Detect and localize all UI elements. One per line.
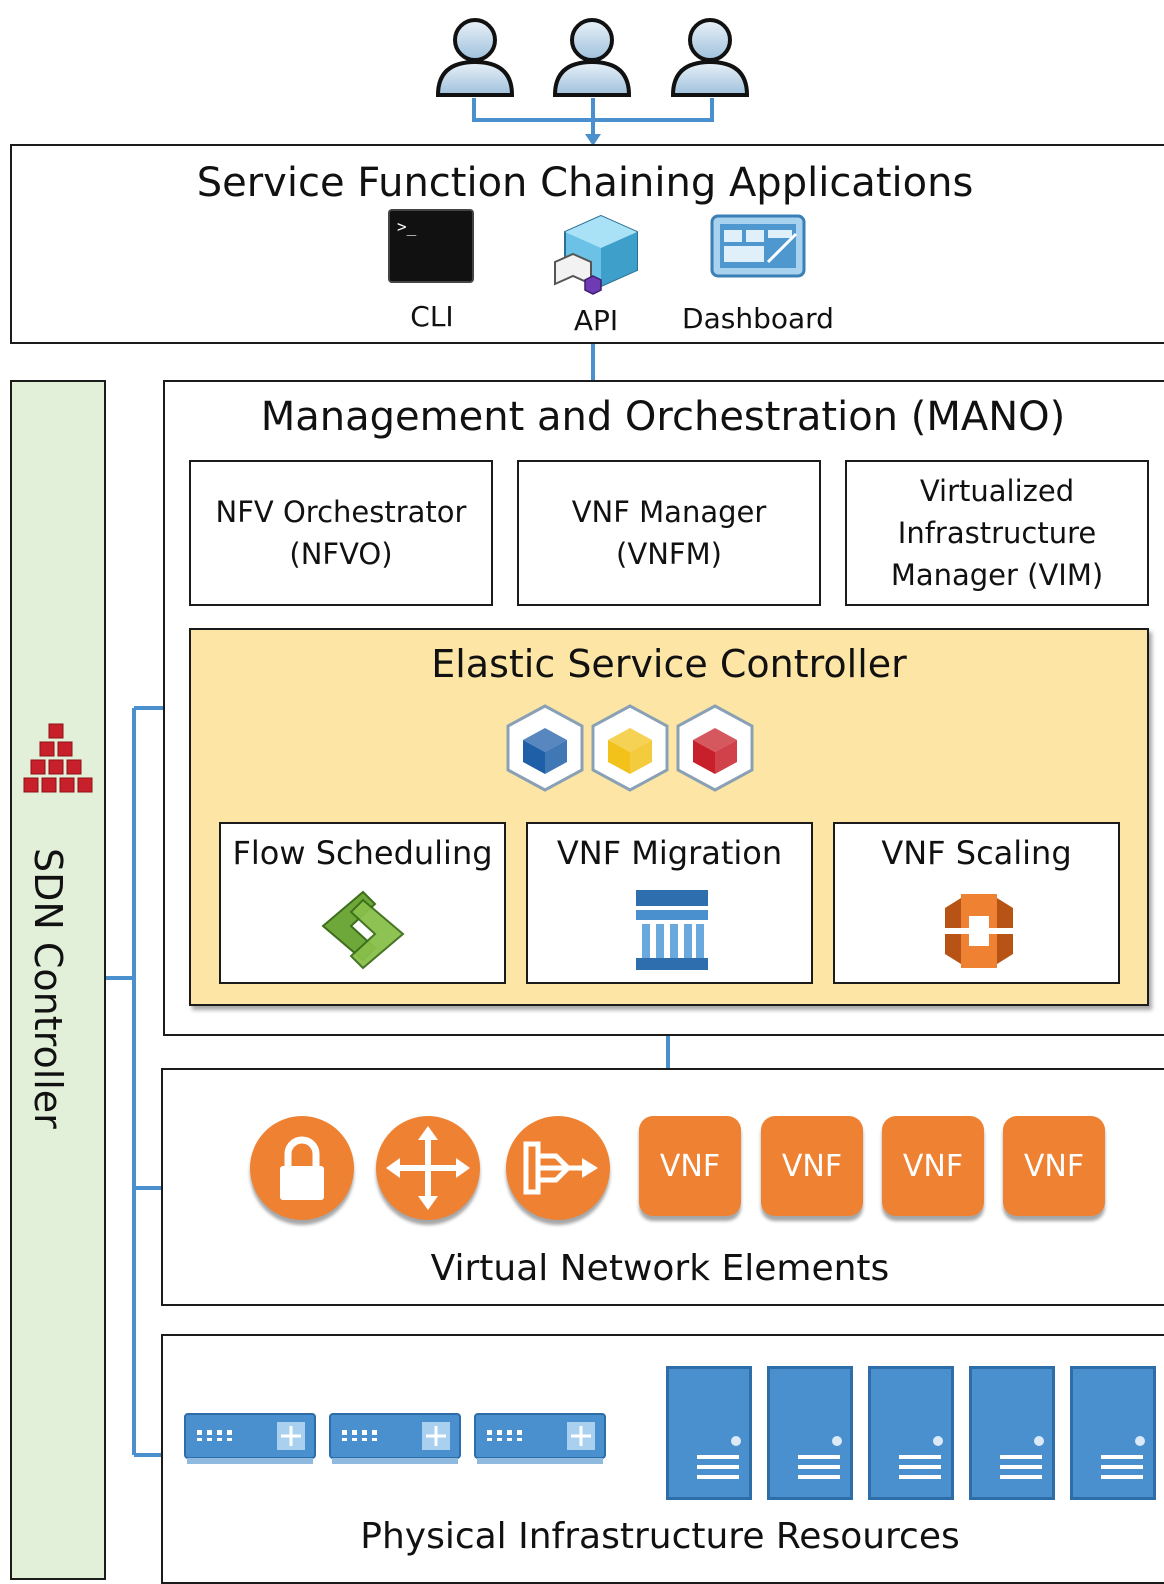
api-label: API <box>573 303 619 337</box>
vnf-migration-label: VNF Migration <box>556 834 783 872</box>
dashboard-label: Dashboard <box>682 301 834 335</box>
switch-icon[interactable] <box>183 1412 317 1468</box>
vnfm-line2: (VNFM) <box>616 537 722 571</box>
cubes-icon[interactable] <box>553 214 643 298</box>
users-group <box>430 10 760 100</box>
sfc-title: Service Function Chaining Applications <box>196 160 974 206</box>
cube-core-left <box>523 740 545 774</box>
pir-title: Physical Infrastructure Resources <box>360 1516 960 1557</box>
sdn-controller-label: SDN Controller <box>26 848 70 1129</box>
cube-core-right <box>545 740 567 774</box>
nfvo-line2: (NFVO) <box>289 537 393 571</box>
esc-cubes-icon <box>500 700 760 796</box>
cube-core-left <box>693 740 715 774</box>
vnf-migration-icon <box>632 886 712 974</box>
terminal-icon[interactable]: >_ <box>387 208 475 284</box>
load-balancer-icon[interactable] <box>506 1116 610 1220</box>
vim-box[interactable]: Virtualized Infrastructure Manager (VIM) <box>845 460 1149 606</box>
user-icon <box>552 18 632 97</box>
sdn-controller-panel: SDN Controller <box>10 380 106 1580</box>
vnfm-box[interactable]: VNF Manager (VNFM) <box>517 460 821 606</box>
cube-core-right <box>715 740 737 774</box>
switch-icon[interactable] <box>328 1412 462 1468</box>
vnf-scaling-label: VNF Scaling <box>881 834 1072 872</box>
vnf-migration-box[interactable]: VNF Migration <box>526 822 813 984</box>
vnf-tile[interactable]: VNF <box>882 1116 984 1216</box>
cube-core-right <box>630 740 652 774</box>
flow-scheduling-label: Flow Scheduling <box>232 834 493 872</box>
vnf-tile[interactable]: VNF <box>761 1116 863 1216</box>
vnf-scaling-icon <box>939 888 1019 974</box>
flow-scheduling-box[interactable]: Flow Scheduling <box>219 822 506 984</box>
user-icon <box>670 18 750 97</box>
cube-core-left <box>608 740 630 774</box>
vim-line1: Virtualized <box>919 473 1075 508</box>
vnf-tile[interactable]: VNF <box>639 1116 741 1216</box>
server-icon[interactable] <box>767 1366 853 1500</box>
switch-icon[interactable] <box>473 1412 607 1468</box>
mano-title: Management and Orchestration (MANO) <box>260 394 1066 440</box>
vim-line3: Manager (VIM) <box>890 558 1104 593</box>
flow-scheduling-icon <box>317 886 409 972</box>
vnfm-line1: VNF Manager <box>571 494 767 529</box>
sdn-controller-icon <box>18 722 98 802</box>
router-icon[interactable] <box>376 1116 480 1220</box>
nfvo-line1: NFV Orchestrator <box>215 494 467 529</box>
vnf-tile[interactable]: VNF <box>1003 1116 1105 1216</box>
server-icon[interactable] <box>666 1366 752 1500</box>
dashboard-icon[interactable] <box>710 214 806 278</box>
cli-label: CLI <box>410 299 454 333</box>
nfvo-box[interactable]: NFV Orchestrator (NFVO) <box>189 460 493 606</box>
vnf-scaling-box[interactable]: VNF Scaling <box>833 822 1120 984</box>
server-icon[interactable] <box>1070 1366 1156 1500</box>
user-icon <box>435 18 515 97</box>
vim-line2: Infrastructure <box>897 515 1097 550</box>
esc-title: Elastic Service Controller <box>431 642 907 686</box>
server-icon[interactable] <box>969 1366 1055 1500</box>
svg-text:>_: >_ <box>397 217 417 236</box>
vne-title: Virtual Network Elements <box>430 1248 890 1289</box>
server-icon[interactable] <box>868 1366 954 1500</box>
lock-icon[interactable] <box>250 1116 354 1220</box>
